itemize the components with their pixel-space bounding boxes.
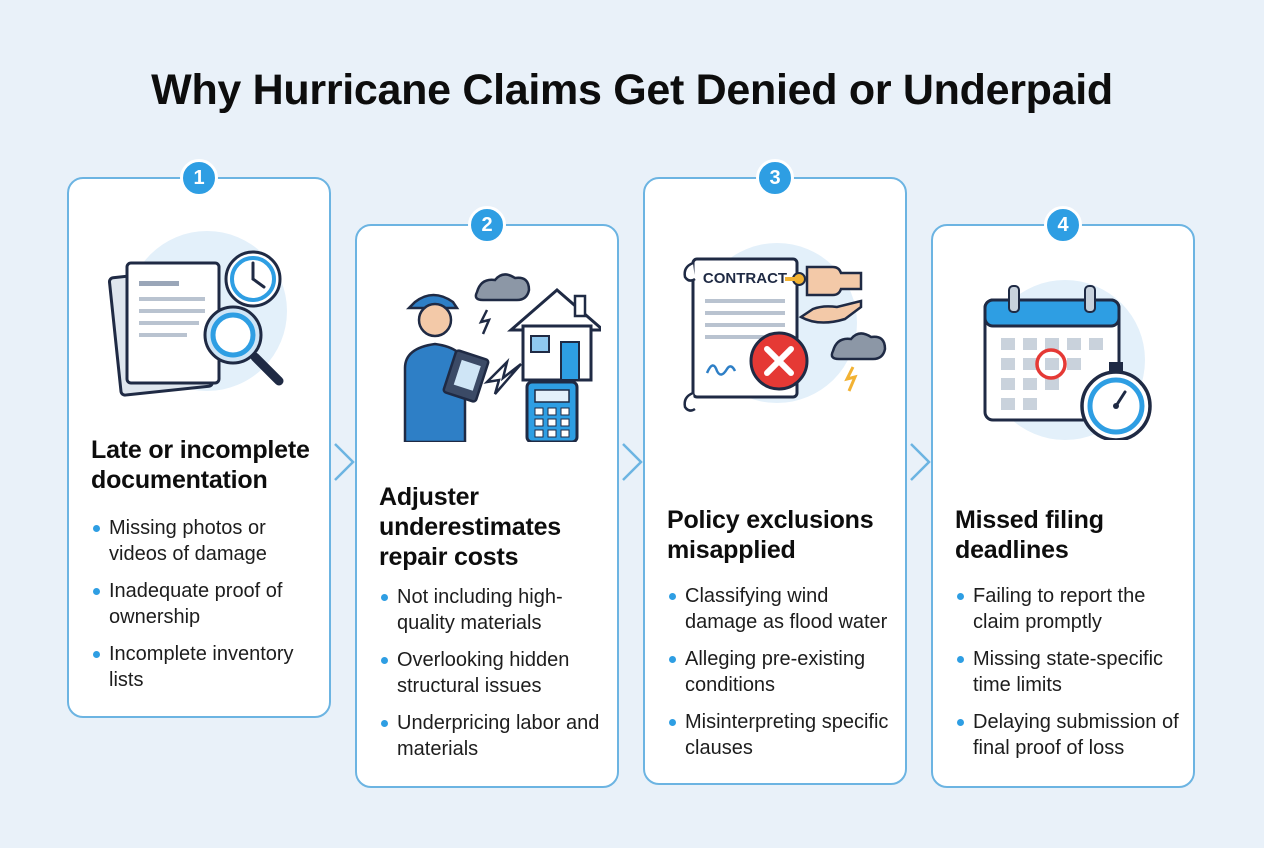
step-badge-3: 3 <box>756 159 794 197</box>
card-documentation: 1 Late or incomplete documentation Missi… <box>67 159 331 718</box>
page-title: Why Hurricane Claims Get Denied or Under… <box>151 66 1113 114</box>
bullet-item: Classifying wind damage as flood water <box>667 583 895 635</box>
documentation-illustration <box>107 231 287 397</box>
connector-arrow-2 <box>622 443 643 481</box>
card-heading: Missed filing deadlines <box>955 506 1104 564</box>
card-heading: Adjuster underestimates repair costs <box>379 483 561 571</box>
card-heading: Late or incomplete documentation <box>91 436 310 494</box>
card-underestimate: 2 Adjust <box>355 206 619 788</box>
bullet-item: Missing state-specific time limits <box>955 646 1183 698</box>
exclusions-illustration: CONTRACT <box>683 243 887 412</box>
step-badge-1: 1 <box>180 159 218 197</box>
bullet-item: Missing photos or videos of damage <box>91 515 319 567</box>
bullet-item: Misinterpreting specific clauses <box>667 709 895 761</box>
bullet-list: Not including high-quality materials Ove… <box>379 584 607 773</box>
bullet-item: Delaying submission of final proof of lo… <box>955 709 1183 761</box>
contract-label: CONTRACT <box>703 270 787 287</box>
step-badge-4: 4 <box>1044 206 1082 244</box>
stopwatch-icon <box>1080 362 1152 440</box>
connector-arrow-3 <box>910 443 931 481</box>
storm-cloud-icon <box>830 332 887 392</box>
card-deadlines: 4 Missed filing deadlines Failing to rep <box>931 206 1195 788</box>
clock-icon <box>224 250 282 308</box>
bullet-item: Overlooking hidden structural issues <box>379 647 607 699</box>
card-exclusions: 3 CONTRACT Policy excl <box>643 159 907 785</box>
calculator-icon <box>525 380 579 442</box>
bullet-item: Alleging pre-existing conditions <box>667 646 895 698</box>
adjuster-icon <box>403 293 490 442</box>
connector-arrow-1 <box>334 443 355 481</box>
denied-x-icon <box>749 331 809 391</box>
magnifier-icon <box>203 305 284 386</box>
adjuster-illustration <box>403 273 601 442</box>
bullet-list: Failing to report the claim promptly Mis… <box>955 583 1183 772</box>
bullet-item: Inadequate proof of ownership <box>91 578 319 630</box>
bullet-item: Failing to report the claim promptly <box>955 583 1183 635</box>
house-icon <box>506 288 601 382</box>
deadlines-illustration <box>983 280 1152 440</box>
step-badge-2: 2 <box>468 206 506 244</box>
bullet-item: Not including high-quality materials <box>379 584 607 636</box>
bullet-list: Classifying wind damage as flood water A… <box>667 583 895 772</box>
storm-cloud-icon <box>474 273 531 335</box>
card-heading: Policy exclusions misapplied <box>667 506 874 564</box>
documents-icon <box>107 261 221 397</box>
bullet-item: Incomplete inventory lists <box>91 641 319 693</box>
bullet-list: Missing photos or videos of damage Inade… <box>91 515 319 704</box>
bullet-item: Underpricing labor and materials <box>379 710 607 762</box>
hands-key-icon <box>785 265 863 324</box>
